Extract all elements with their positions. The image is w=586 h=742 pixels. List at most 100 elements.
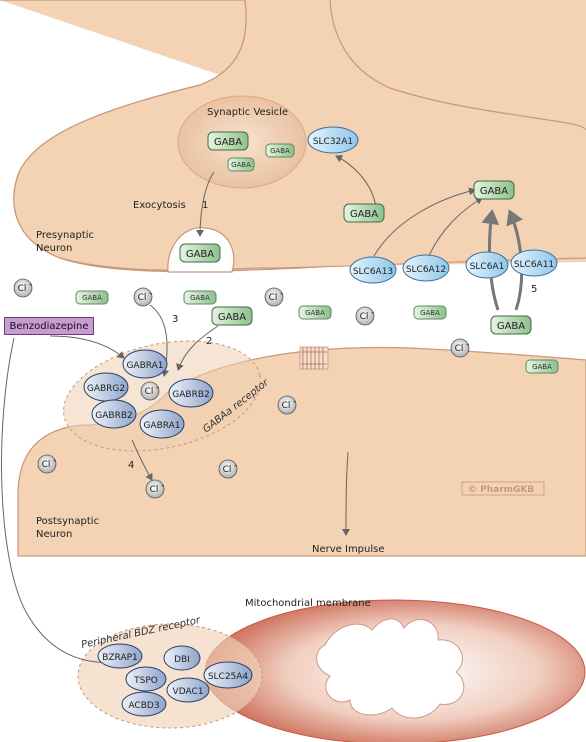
benzodiazepine-label: Benzodiazepine <box>9 320 89 332</box>
postsynaptic-label-1: Postsynaptic <box>36 516 99 527</box>
receptor-subunit-gabra1-bottom: GABRA1 <box>139 409 185 439</box>
protein-bzrap1: BZRAP1 <box>97 643 143 669</box>
svg-text:Cl: Cl <box>42 460 51 470</box>
chloride-ion: Cl- <box>145 479 165 499</box>
gaba-vesicle-3: GABA <box>265 143 295 158</box>
svg-text:-: - <box>53 456 56 466</box>
svg-text:Cl: Cl <box>150 485 159 495</box>
gaba-cleft-1: GABA <box>75 290 109 305</box>
nerve-impulse-label: Nerve Impulse <box>312 544 385 555</box>
step-1: 1 <box>202 200 208 211</box>
benzodiazepine-box: Benzodiazepine <box>4 317 94 335</box>
gaba-reuptake-target: GABA <box>473 180 515 200</box>
svg-text:Cl: Cl <box>223 465 232 475</box>
svg-text:-: - <box>280 289 283 299</box>
membrane-channel <box>299 346 329 370</box>
svg-text:TSPO: TSPO <box>133 676 158 686</box>
gaba-released: GABA <box>211 306 253 326</box>
step-4: 4 <box>128 460 134 471</box>
transporter-slc6a1: SLC6A1 <box>465 251 509 279</box>
svg-text:GABRA1: GABRA1 <box>126 361 163 371</box>
svg-text:SLC6A1: SLC6A1 <box>470 262 505 272</box>
svg-text:GABA: GABA <box>270 147 290 155</box>
svg-text:GABRB2: GABRB2 <box>95 411 132 421</box>
chloride-entry-arrow-4 <box>131 439 153 481</box>
synaptic-vesicle-label: Synaptic Vesicle <box>207 107 288 118</box>
gaba-cleft-2: GABA <box>183 290 217 305</box>
mitochondrial-membrane-label: Mitochondrial membrane <box>245 598 371 609</box>
svg-text:SLC6A13: SLC6A13 <box>353 267 393 277</box>
svg-text:-: - <box>29 280 32 290</box>
vesicular-uptake-arrow <box>335 155 377 208</box>
protein-vdac1: VDAC1 <box>166 677 210 703</box>
chloride-ion: Cl- <box>355 306 375 326</box>
gaba-vesicle-1: GABA <box>207 131 249 151</box>
svg-text:GABA: GABA <box>186 249 214 260</box>
svg-text:ACBD3: ACBD3 <box>128 701 159 711</box>
protein-acbd3: ACBD3 <box>121 691 167 717</box>
svg-text:SLC6A11: SLC6A11 <box>514 260 554 270</box>
chloride-ion: Cl- <box>140 381 160 401</box>
transporter-slc6a13: SLC6A13 <box>349 256 397 284</box>
receptor-subunit-gabra1-top: GABRA1 <box>122 349 168 379</box>
chloride-ion: Cl- <box>133 287 153 307</box>
svg-text:GABA: GABA <box>480 186 508 197</box>
svg-text:-: - <box>466 340 469 350</box>
chloride-ion: Cl- <box>37 454 57 474</box>
benzodiazepine-to-receptor-arrow <box>49 335 125 359</box>
svg-text:DBI: DBI <box>174 655 190 665</box>
step-3: 3 <box>172 314 178 325</box>
presynaptic-label-2: Neuron <box>36 243 72 254</box>
step-5: 5 <box>531 284 537 295</box>
svg-text:GABA: GABA <box>190 294 210 302</box>
transporter-slc6a11: SLC6A11 <box>510 249 558 277</box>
chloride-ion: Cl- <box>277 395 297 415</box>
reuptake-arrow-slc6a12 <box>427 197 483 259</box>
svg-text:GABA: GABA <box>305 309 325 317</box>
receptor-subunit-gabrg2: GABRG2 <box>83 372 129 402</box>
gaba-cleft-4: GABA <box>413 305 447 320</box>
protein-dbi: DBI <box>163 645 201 671</box>
svg-text:Cl: Cl <box>145 387 154 397</box>
receptor-subunit-gabrb2-left: GABRB2 <box>91 399 137 429</box>
chloride-ion: Cl- <box>218 459 238 479</box>
gaba-cleft-5: GABA <box>525 359 559 374</box>
presynaptic-label-1: Presynaptic <box>36 230 94 241</box>
receptor-subunit-gabrb2-right: GABRB2 <box>168 378 214 408</box>
svg-text:-: - <box>156 383 159 393</box>
svg-text:GABA: GABA <box>350 209 378 220</box>
svg-text:GABRA1: GABRA1 <box>143 421 180 431</box>
svg-text:GABA: GABA <box>218 312 246 323</box>
svg-text:GABRB2: GABRB2 <box>172 390 209 400</box>
svg-text:-: - <box>371 308 374 318</box>
svg-text:BZRAP1: BZRAP1 <box>102 653 138 663</box>
exocytosis-arrow <box>196 171 215 237</box>
svg-text:-: - <box>234 461 237 471</box>
watermark: © PharmGKB <box>468 485 534 495</box>
svg-text:GABA: GABA <box>214 137 242 148</box>
svg-text:SLC32A1: SLC32A1 <box>313 137 353 147</box>
chloride-ion: Cl- <box>450 338 470 358</box>
gaba-cleft-6: GABA <box>490 315 532 335</box>
svg-text:-: - <box>161 481 164 491</box>
benzodiazepine-to-peripheral-arrow <box>1 337 119 667</box>
svg-text:Cl: Cl <box>138 293 147 303</box>
svg-text:SLC6A12: SLC6A12 <box>406 265 446 275</box>
chloride-ion: Cl- <box>264 287 284 307</box>
release-arrow-2 <box>176 325 219 371</box>
transporter-slc6a12: SLC6A12 <box>402 254 450 282</box>
postsynaptic-label-2: Neuron <box>36 529 72 540</box>
protein-slc25a4: SLC25A4 <box>203 661 253 689</box>
svg-text:Cl: Cl <box>455 344 464 354</box>
gaba-exocytosis: GABA <box>179 243 221 263</box>
svg-text:GABA: GABA <box>532 363 552 371</box>
svg-text:VDAC1: VDAC1 <box>173 687 204 697</box>
svg-text:GABRG2: GABRG2 <box>87 384 125 394</box>
transporter-slc32a1: SLC32A1 <box>307 126 359 154</box>
gaba-cleft-3: GABA <box>298 305 332 320</box>
svg-text:-: - <box>149 289 152 299</box>
svg-text:-: - <box>293 397 296 407</box>
protein-tspo: TSPO <box>125 666 167 692</box>
watermark-box <box>461 481 545 496</box>
